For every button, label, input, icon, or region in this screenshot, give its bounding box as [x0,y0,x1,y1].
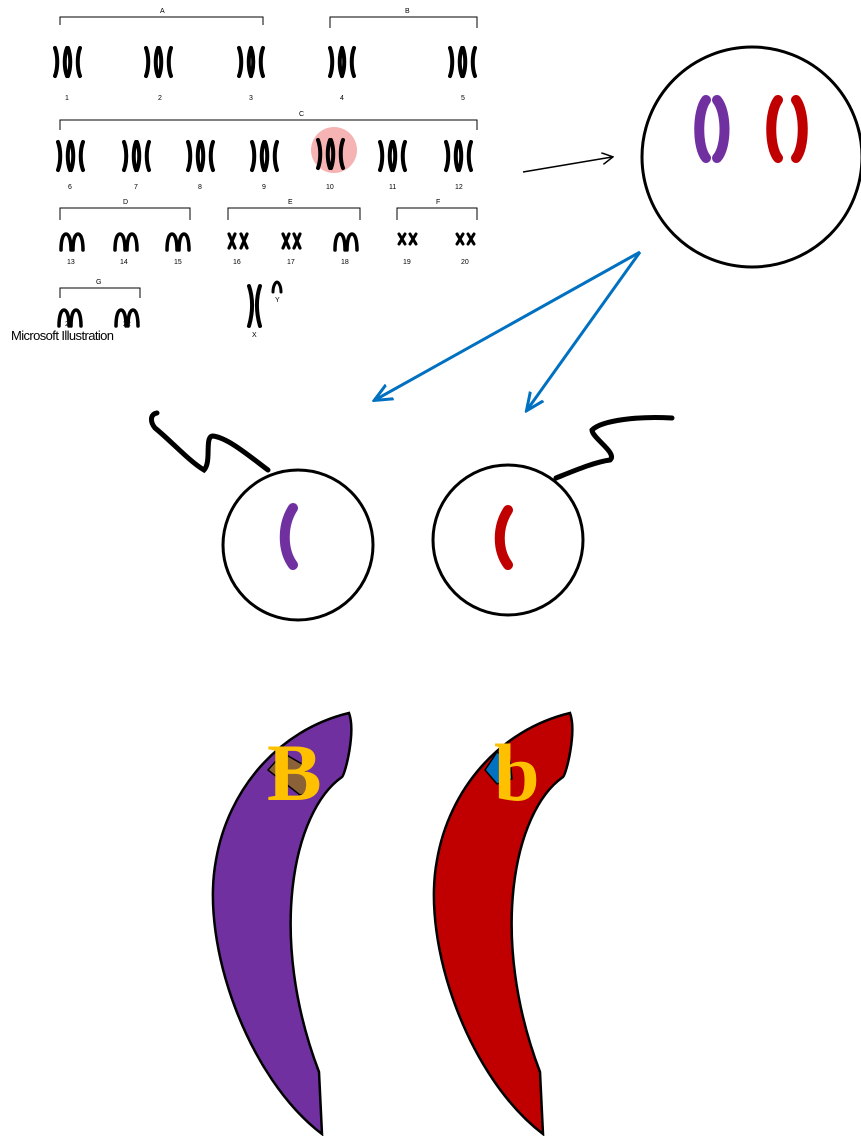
chromosome-red [432,711,574,1136]
group-label-d: D [123,199,128,206]
allele-label-recessive: b [494,727,540,818]
group-bracket-d: D [59,199,191,220]
image-credit: Microsoft Illustration [11,328,114,343]
chromosome-number-4: 4 [340,95,344,102]
group-label-g: G [96,279,101,286]
chromosome-number-15: 15 [174,259,182,266]
paternal-chromosome [766,95,808,163]
chromosome-number-14: 14 [120,259,128,266]
chromosome-pair-19 [397,232,418,246]
chromosome-number-22: 22 [123,321,131,328]
arrow-to-cell [522,157,612,173]
meiosis-arrow-right [527,251,642,410]
chromosome-number-18: 18 [341,259,349,266]
group-bracket-c: C [59,111,478,130]
allele-chromosome-dominant: B [211,711,353,1136]
chromosome-number-10: 10 [326,184,334,191]
sperm-cell-maternal [149,410,375,622]
chromosome-y [271,280,283,294]
chromosome-pair-8 [186,140,215,172]
chromosome-x [247,284,262,328]
group-label-e: E [288,199,293,206]
chromosome-number-5: 5 [461,95,465,102]
group-bracket-a: A [59,8,264,25]
karyotype: A B C D E F G [11,8,478,343]
cell-membrane [640,45,861,269]
chromosome-number-6: 6 [68,184,72,191]
chromosome-pair-13 [59,232,85,252]
cell-homologous-pair [640,45,861,269]
chromosome-pair-20 [455,232,476,246]
chromosome-pair-15 [165,232,191,252]
chromosome-number-11: 11 [389,184,396,191]
group-bracket-g: G [59,279,141,298]
chromosome-label-y: Y [275,297,280,304]
chromosome-number-12: 12 [455,184,463,191]
group-label-b: B [405,8,410,15]
chromosome-number-19: 19 [403,259,411,266]
sperm-chromosome-maternal [279,503,298,570]
chromosome-number-7: 7 [134,184,138,191]
chromosome-number-2: 2 [158,95,162,102]
maternal-chromosome [694,95,730,163]
chromosome-pair-4 [328,46,356,78]
chromosome-pair-12 [444,140,473,172]
chromosome-pair-3 [237,46,265,78]
chromosome-number-17: 17 [287,259,295,266]
chromosome-label-x: X [252,332,257,339]
chromosome-pair-17 [281,232,302,250]
chromosome-pair-11 [378,140,407,172]
meiosis-arrow-left [375,250,641,400]
chromosome-number-21: 21 [65,321,73,328]
chromosome-number-8: 8 [198,184,202,191]
chromosome-number-13: 13 [67,259,75,266]
chromosome-pair-16 [227,232,249,250]
chromosome-number-1: 1 [65,95,69,102]
sperm-cell-paternal [431,415,675,617]
chromosome-pair-1 [53,46,82,78]
chromosome-number-9: 9 [262,184,266,191]
chromosome-pair-14 [113,232,139,252]
chromosome-pair-6 [56,140,85,172]
group-label-a: A [160,8,165,15]
sperm-head [221,468,375,622]
chromosome-pair-18 [333,232,359,252]
group-bracket-b: B [329,8,478,28]
sperm-head [431,463,585,617]
allele-label-dominant: B [267,727,322,818]
chromosome-number-3: 3 [249,95,253,102]
sperm-chromosome-paternal [494,505,513,570]
allele-chromosome-recessive: b [432,711,574,1136]
locus-marker-recessive [484,750,513,785]
chromosome-pair-2 [144,46,173,78]
chromosome-pair-5 [448,46,477,78]
chromosome-pair-7 [122,140,151,172]
chromosome-number-16: 16 [233,259,241,266]
group-label-f: F [436,199,440,206]
chromosome-number-20: 20 [461,259,469,266]
sperm-tail [553,415,675,481]
group-bracket-f: F [396,199,478,220]
group-label-c: C [299,111,304,118]
chromosome-pair-9 [250,140,279,172]
locus-marker-dominant [266,752,317,796]
group-bracket-e: E [227,199,361,220]
sperm-tail [149,410,271,474]
chromosome-purple [211,711,353,1136]
